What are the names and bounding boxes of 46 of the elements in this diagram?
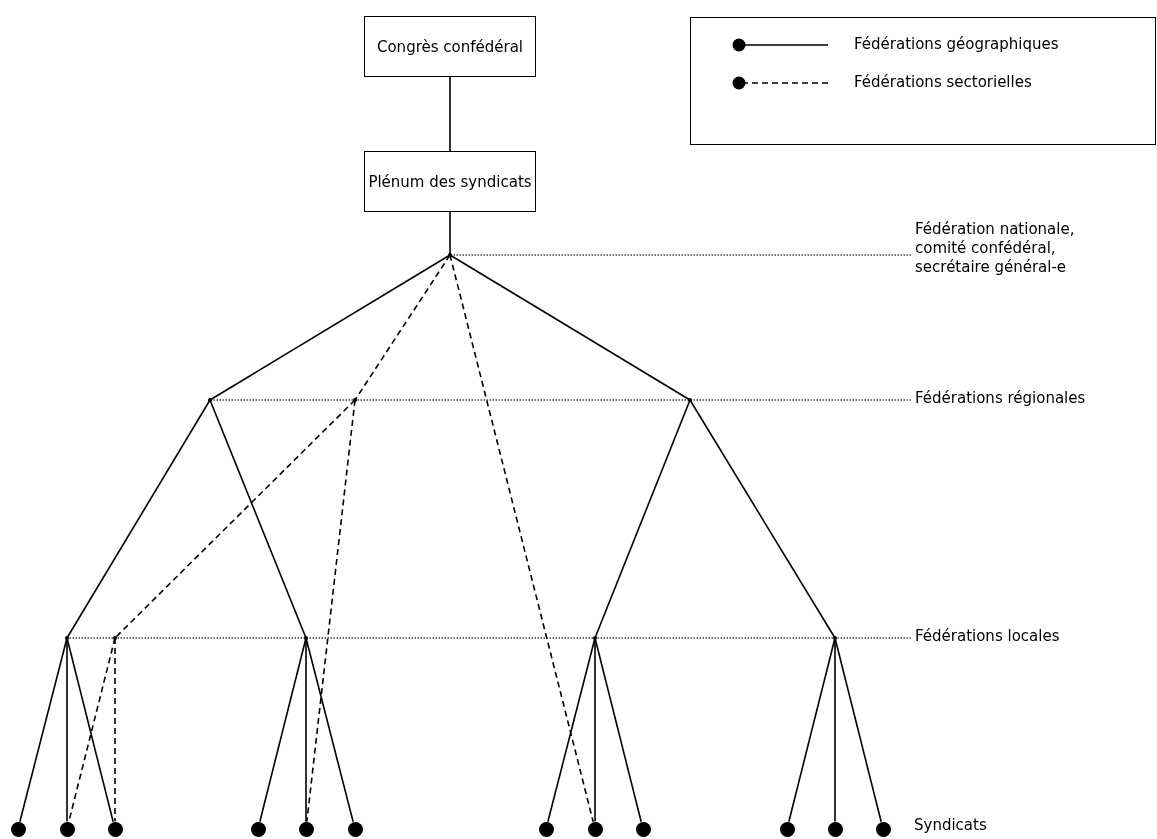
legend-text: Fédérations géographiques [854,35,1059,53]
union-dot [59,821,75,837]
connector-line [66,399,211,639]
dashed-connector [114,399,356,639]
union-dot [250,821,266,837]
organ-box: Plénum des syndicats [364,151,536,212]
connector-line [305,637,354,823]
legend-text: Fédérations sectorielles [854,73,1032,91]
junction-point [448,253,452,257]
dashed-connector [114,637,116,823]
union-dot [347,821,363,837]
union-dot [635,821,651,837]
junction-point [113,636,117,640]
union-dot [298,821,314,837]
connector-line [594,637,596,823]
connector-line [594,637,642,823]
junction-point [208,398,212,402]
connector-line [834,637,836,823]
dashed-connector [449,254,594,823]
junction-point [353,398,357,402]
level-label: Syndicats [914,816,987,834]
connector-line [305,637,307,823]
junction-point [65,636,69,640]
dashed-connector [306,399,356,823]
union-dot [827,821,843,837]
connector-line [449,211,451,256]
connector-line [834,637,882,823]
junction-point [688,398,692,402]
union-dot [587,821,603,837]
organ-box: Congrès confédéral [364,16,536,77]
junction-point [833,636,837,640]
junction-point [304,636,308,640]
union-dot [538,821,554,837]
dashed-connector [354,254,451,401]
connector-line [66,637,68,823]
junction-point [593,636,597,640]
connector-line [209,254,451,401]
union-dot [875,821,891,837]
connector-line [594,399,691,639]
union-dot [107,821,123,837]
union-dot [779,821,795,837]
union-dot [10,821,26,837]
connector-line [449,76,451,152]
connector-line [209,399,307,639]
connector-line [449,254,691,401]
connector-line [689,399,836,639]
